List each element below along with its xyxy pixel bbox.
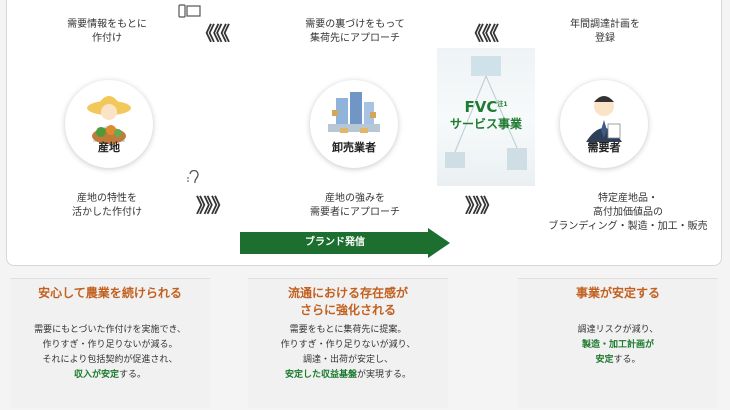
producer-benefit-card: 安心して農業を続けられる 需要にもとづいた作付けを実施でき、 作りすぎ・作り足り… [10, 278, 210, 408]
producer-bottom-caption: 産地の特性を活かした作付け [72, 193, 142, 218]
card-title: 事業が安定する [575, 286, 660, 300]
wholesaler-label: 卸売業者 [332, 141, 376, 154]
producer-node: 産地 [65, 80, 153, 168]
buyer-node: 需要者 [560, 80, 648, 168]
wholesaler-benefit-card: 流通における存在感がさらに強化される 需要をもとに集荷先に提案。 作りすぎ・作り… [248, 278, 448, 408]
network-visual-icon [445, 56, 527, 170]
chevron-left-icon: 《《《 [196, 23, 230, 45]
card-body: 需要にもとづいた作付けを実施でき、 作りすぎ・作り足りないが減る。 それにより包… [34, 325, 186, 380]
buyer-benefit-card: 事業が安定する 調達リスクが減り、 製造・加工計画が 安定する。 [518, 278, 718, 408]
brand-arrow [240, 228, 450, 258]
chevron-left-icon: 《《《 [465, 23, 499, 45]
chevron-right-icon: 》》》 [196, 195, 230, 217]
card-title: 安心して農業を続けられる [38, 286, 182, 300]
city-market-icon [328, 92, 380, 133]
wholesaler-bottom-caption: 産地の強みを需要者にアプローチ [310, 193, 400, 218]
businessman-icon [586, 96, 622, 142]
producer-label: 産地 [98, 141, 120, 154]
brand-label: ブランド発信 [305, 237, 365, 248]
listening-ear-icon [187, 170, 199, 184]
wholesaler-top-caption: 需要の裏づけをもって集荷先にアプローチ [305, 19, 405, 44]
fvc-service-block: FVC注1 サービス事業 [437, 48, 535, 186]
farmer-icon [87, 96, 131, 144]
chevron-right-icon: 》》》 [465, 195, 499, 217]
card-title: 流通における存在感がさらに強化される [287, 286, 408, 317]
card-body: 需要をもとに集荷先に提案。 作りすぎ・作り足りないが減り、 調達・出荷が安定し、… [280, 325, 416, 380]
card-body: 調達リスクが減り、 製造・加工計画が 安定する。 [577, 325, 659, 365]
buyer-label: 需要者 [587, 141, 621, 154]
fvc-title: FVC注1 サービス事業 [449, 98, 522, 131]
buyer-bottom-caption: 特定産地品・高付加価値品のブランディング・製造・加工・販売 [548, 193, 708, 232]
smartphone-icon [178, 4, 201, 18]
buyer-top-caption: 年間調達計画を登録 [570, 19, 640, 44]
wholesaler-node: 卸売業者 [310, 80, 398, 168]
producer-top-caption: 需要情報をもとに作付け [67, 19, 147, 44]
